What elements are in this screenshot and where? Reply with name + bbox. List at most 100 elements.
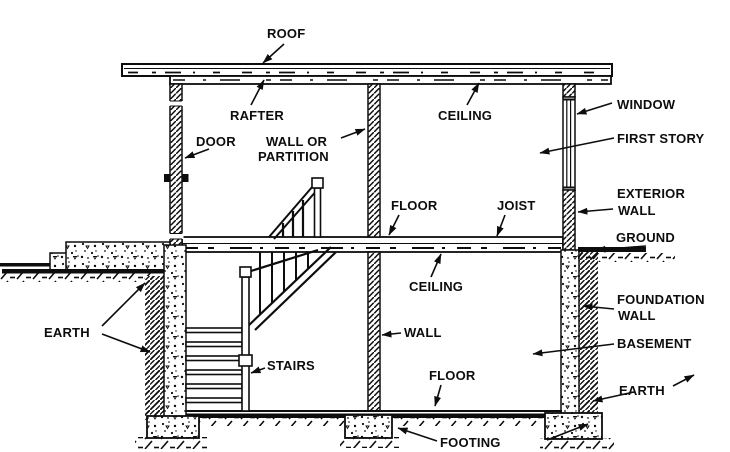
ground-right: [578, 247, 675, 262]
label-wall-basement: WALL: [404, 325, 442, 340]
label-exterior: EXTERIOR: [617, 186, 685, 201]
arrow-basement: [532, 343, 615, 357]
label-ceiling-first: CEILING: [438, 108, 492, 123]
arrow-ceiling-first: [466, 82, 480, 106]
foundation-wall-left: [163, 244, 187, 419]
rail-post: [313, 187, 322, 238]
footing-right: [544, 412, 603, 440]
label-ceiling-basement: CEILING: [409, 279, 463, 294]
roof: [121, 63, 613, 77]
arrow-roof: [262, 43, 285, 64]
ground-ticks-right: [578, 253, 675, 262]
foundation-wall-right: [560, 249, 580, 416]
stair-tread: [185, 341, 243, 348]
label-joist: JOIST: [497, 198, 536, 213]
stair-stringer-2: [254, 251, 337, 331]
arrow-stairs: [250, 366, 266, 374]
window-frame: [562, 96, 576, 191]
label-floor-basement: FLOOR: [429, 368, 476, 383]
earth-below-footing-left: [135, 437, 207, 449]
stoop: [0, 241, 171, 282]
door-head-gap: [168, 101, 184, 106]
footing-center: [344, 414, 393, 439]
arrow-wall-basement: [381, 330, 402, 338]
exterior-wall-right: [562, 83, 576, 251]
label-floor-first: FLOOR: [391, 198, 438, 213]
label-exterior-wall: WALL: [618, 203, 656, 218]
label-foundation: FOUNDATION: [617, 292, 705, 307]
stair-stringer-1: [247, 246, 332, 327]
right-wall-top: [562, 83, 576, 98]
door-sill-gap: [168, 233, 184, 239]
stair-tread: [185, 355, 243, 362]
stair-tread: [185, 327, 243, 334]
first-floor-band: [181, 236, 564, 253]
stair-tread: [185, 383, 243, 390]
callout-arrows: [101, 43, 695, 442]
partition-wall-basement: [367, 251, 381, 412]
arrow-rafter: [250, 79, 265, 106]
newel-cap: [239, 266, 252, 278]
label-earth-right: EARTH: [619, 383, 665, 398]
exterior-wall-left: [164, 83, 189, 251]
earth-below-footing-center: [340, 437, 400, 448]
arrow-earth-right-out: [672, 374, 695, 387]
left-wall: [169, 83, 183, 251]
arrow-ceiling-basement: [430, 253, 442, 278]
label-partition: PARTITION: [258, 149, 329, 164]
label-window: WINDOW: [617, 97, 676, 112]
label-stairs: STAIRS: [267, 358, 315, 373]
stoop-slab: [65, 241, 171, 271]
label-basement: BASEMENT: [617, 336, 692, 351]
arrow-exterior-wall: [577, 207, 614, 215]
earth-zone-right: [579, 252, 598, 424]
arrow-floor-basement: [434, 384, 442, 407]
earth-below-footing-right: [540, 438, 614, 450]
arrow-earth-left-up: [101, 282, 146, 327]
label-roof: ROOF: [267, 26, 305, 41]
arrow-wall-or-partition: [340, 128, 366, 139]
rail-line-1: [268, 185, 314, 238]
label-wall-or: WALL OR: [266, 134, 328, 149]
arrow-footing-right: [546, 423, 589, 441]
label-footing: FOOTING: [440, 435, 501, 450]
rail-newel-cap: [311, 177, 324, 189]
arrow-foundation-wall: [582, 303, 615, 311]
callout-labels: ROOF RAFTER DOOR WALL OR PARTITION CEILI…: [44, 26, 705, 450]
arrow-joist: [496, 214, 506, 237]
stair-tread: [185, 397, 243, 404]
partition-wall-upper: [367, 83, 381, 238]
arrow-first-story: [539, 137, 615, 155]
label-door: DOOR: [196, 134, 236, 149]
roof-slab: [121, 63, 613, 77]
earth-zone-left: [145, 276, 165, 420]
door-knob-inner: [182, 174, 189, 182]
right-wall-bottom: [562, 189, 576, 251]
label-first-story: FIRST STORY: [617, 131, 705, 146]
ground-ticks-left: [0, 273, 168, 282]
ground-line-left: [0, 263, 52, 267]
footing-left: [146, 415, 200, 439]
arrow-footing-left: [397, 427, 438, 442]
stairs-basement: [185, 246, 337, 412]
rail-line-2: [273, 188, 319, 240]
arrow-window: [576, 102, 613, 115]
stoop-under-band: [2, 269, 170, 274]
label-foundation-wall: WALL: [618, 308, 656, 323]
floor-slab: [181, 236, 564, 253]
newel-post: [241, 276, 250, 412]
arrow-earth-right-in: [592, 391, 635, 403]
arrow-ground: [595, 245, 647, 253]
label-earth-left: EARTH: [44, 325, 90, 340]
label-ground: GROUND: [616, 230, 675, 245]
arrow-earth-left-down: [101, 333, 151, 353]
label-rafter: RAFTER: [230, 108, 284, 123]
arrow-door: [184, 148, 210, 159]
newel-knob: [238, 354, 253, 367]
arrow-floor-first: [388, 214, 400, 236]
stair-rail-first-story: [268, 177, 324, 240]
stair-handrail: [250, 248, 319, 273]
ceiling-band: [169, 75, 612, 85]
